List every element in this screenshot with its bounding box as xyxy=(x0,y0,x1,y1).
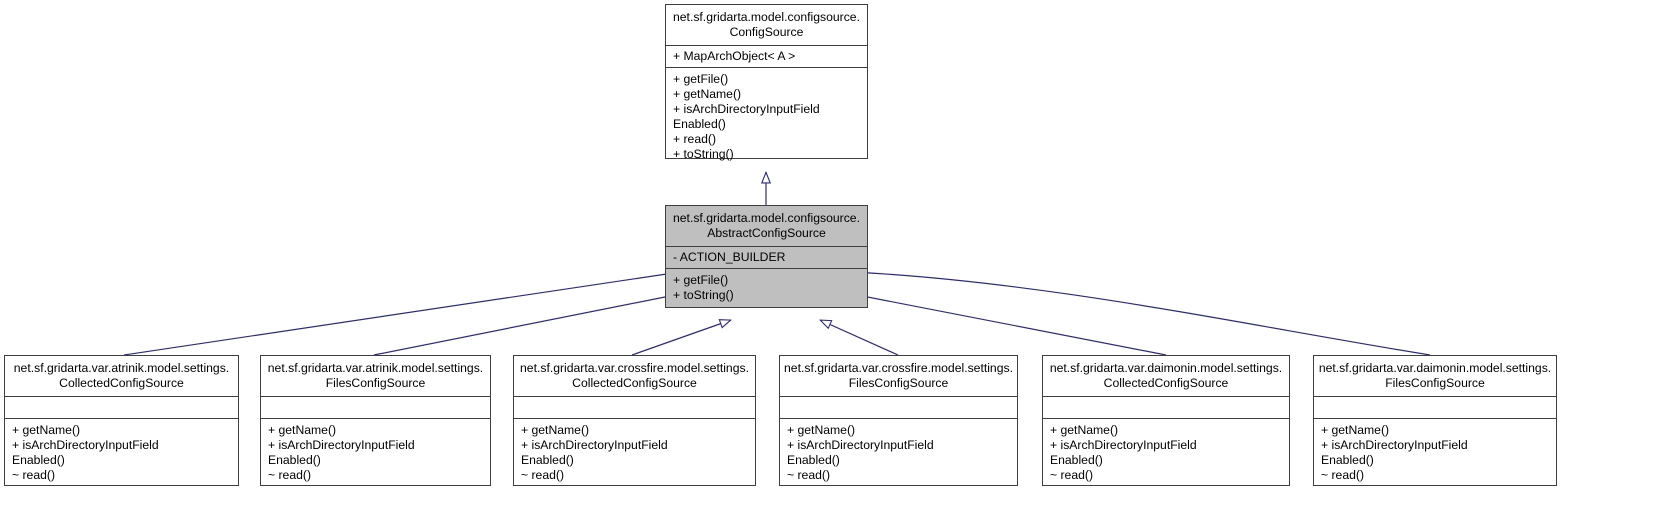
class-box-atrinik-collected-config-source[interactable]: net.sf.gridarta.var.atrinik.model.settin… xyxy=(4,355,239,486)
class-box-abstract-config-source[interactable]: net.sf.gridarta.model.configsource. Abst… xyxy=(665,205,868,308)
class-name-abstract-config-source: net.sf.gridarta.model.configsource. Abst… xyxy=(666,206,867,247)
class-name-crossfire-files-config-source: net.sf.gridarta.var.crossfire.model.sett… xyxy=(780,356,1017,397)
class-operations-crossfire-collected-config-source: + getName() + isArchDirectoryInputField … xyxy=(521,423,668,482)
edge-crossfire-files-to-abstract xyxy=(820,319,899,356)
edge-atrinik-collected-to-abstract xyxy=(123,272,680,356)
class-operations-atrinik-files-config-source: + getName() + isArchDirectoryInputField … xyxy=(268,423,415,482)
class-operations-daimonin-files-config-source: + getName() + isArchDirectoryInputField … xyxy=(1321,423,1468,482)
class-box-config-source[interactable]: net.sf.gridarta.model.configsource. Conf… xyxy=(665,4,868,161)
class-name-config-source: net.sf.gridarta.model.configsource. Conf… xyxy=(666,5,867,46)
class-operations-atrinik-collected-config-source: + getName() + isArchDirectoryInputField … xyxy=(12,423,159,482)
class-box-daimonin-files-config-source[interactable]: net.sf.gridarta.var.daimonin.model.setti… xyxy=(1313,355,1557,486)
class-attributes-crossfire-files-config-source xyxy=(780,397,1017,419)
class-attributes-atrinik-files-config-source xyxy=(261,397,490,419)
class-operations-config-source: + getFile() + getName() + isArchDirector… xyxy=(673,72,820,161)
class-box-atrinik-files-config-source[interactable]: net.sf.gridarta.var.atrinik.model.settin… xyxy=(260,355,491,486)
edge-daimonin-files-to-abstract xyxy=(852,272,1431,356)
class-operations-abstract-config-source: + getFile() + toString() xyxy=(673,273,734,302)
class-attributes-crossfire-collected-config-source xyxy=(514,397,755,419)
class-name-daimonin-files-config-source: net.sf.gridarta.var.daimonin.model.setti… xyxy=(1314,356,1556,397)
class-attributes-daimonin-collected-config-source xyxy=(1043,397,1289,419)
class-box-crossfire-files-config-source[interactable]: net.sf.gridarta.var.crossfire.model.sett… xyxy=(779,355,1018,486)
edge-atrinik-files-to-abstract xyxy=(373,294,680,356)
class-name-atrinik-files-config-source: net.sf.gridarta.var.atrinik.model.settin… xyxy=(261,356,490,397)
class-operations-crossfire-files-config-source: + getName() + isArchDirectoryInputField … xyxy=(787,423,934,482)
edge-crossfire-collected-to-abstract xyxy=(631,320,731,356)
class-name-atrinik-collected-config-source: net.sf.gridarta.var.atrinik.model.settin… xyxy=(5,356,238,397)
class-box-daimonin-collected-config-source[interactable]: net.sf.gridarta.var.daimonin.model.setti… xyxy=(1042,355,1290,486)
class-attributes-abstract-config-source: - ACTION_BUILDER xyxy=(666,247,867,269)
class-name-daimonin-collected-config-source: net.sf.gridarta.var.daimonin.model.setti… xyxy=(1043,356,1289,397)
class-box-crossfire-collected-config-source[interactable]: net.sf.gridarta.var.crossfire.model.sett… xyxy=(513,355,756,486)
class-attributes-daimonin-files-config-source xyxy=(1314,397,1556,419)
class-name-crossfire-collected-config-source: net.sf.gridarta.var.crossfire.model.sett… xyxy=(514,356,755,397)
class-operations-daimonin-collected-config-source: + getName() + isArchDirectoryInputField … xyxy=(1050,423,1197,482)
class-attributes-atrinik-collected-config-source xyxy=(5,397,238,419)
edge-daimonin-collected-to-abstract xyxy=(852,294,1167,356)
class-attributes-config-source: + MapArchObject< A > xyxy=(666,46,867,68)
